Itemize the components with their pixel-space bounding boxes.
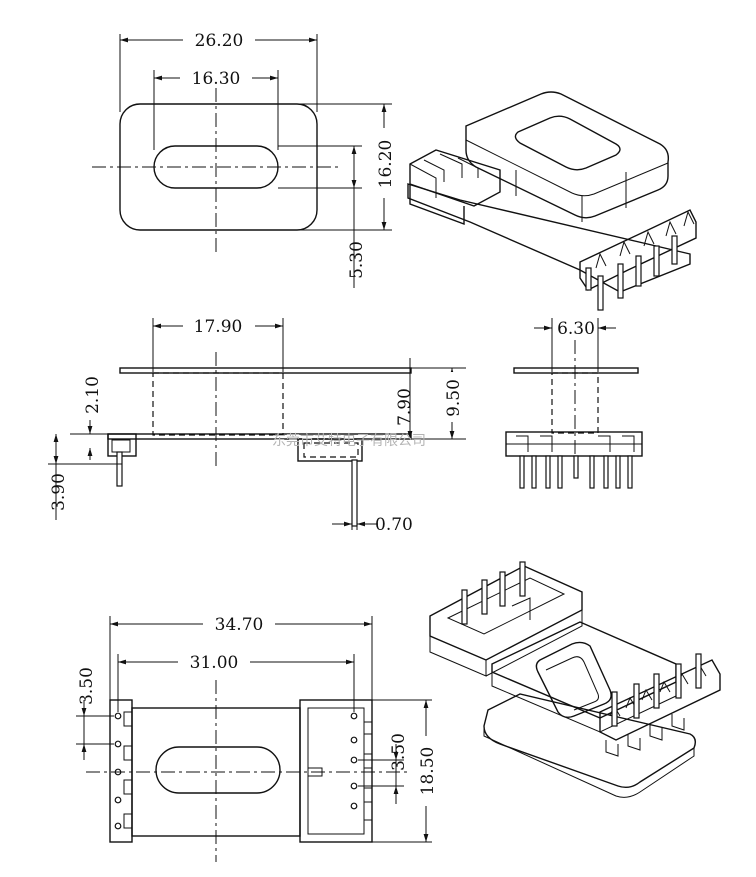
iso1-slot (514, 115, 621, 171)
dim-flange-thickness: 2.10 (83, 376, 103, 414)
dim-top-height: 16.20 (376, 140, 396, 189)
dim-top-width: 26.20 (195, 31, 244, 51)
bottom-slot (155, 746, 281, 794)
iso2-left-block (429, 565, 583, 661)
side-view: 6.30 (505, 318, 643, 489)
side-pins (519, 455, 633, 489)
side-top-flange (513, 367, 639, 374)
iso1-base (407, 183, 691, 293)
iso2-right-pins (611, 653, 702, 727)
dim-pin-diameter: 0.70 (375, 515, 413, 535)
iso2-flange (483, 693, 697, 789)
isometric-view-bottom (429, 561, 721, 798)
iso1-pins (585, 235, 678, 311)
dim-slot-length: 16.30 (192, 69, 241, 89)
dim-core-length: 17.90 (194, 317, 243, 337)
isometric-view-top (407, 91, 697, 311)
front-view: 17.90 2.10 3.90 7.90 9.50 0.70 (48, 317, 466, 535)
top-view: 26.20 16.30 16.20 5.30 (92, 31, 396, 288)
company-watermark: 东莞市艾特电子有限公司 (272, 432, 426, 449)
dim-pin-pitch-left: 3.50 (77, 667, 97, 705)
dim-pin-row-span: 31.00 (190, 653, 239, 673)
dim-bottom-width: 18.50 (418, 747, 438, 796)
dim-winding-height: 7.90 (395, 388, 415, 426)
bottom-right-housing (299, 699, 373, 843)
dim-total-height: 9.50 (444, 379, 464, 417)
dim-total-length: 34.70 (215, 615, 264, 635)
dim-side-width: 6.30 (557, 319, 595, 339)
dim-pin-pitch-right: 3.50 (389, 733, 409, 771)
iso2-left-pins (461, 561, 526, 625)
bottom-view: 34.70 31.00 3.50 3.50 18.50 (76, 615, 438, 862)
dim-base-height: 3.90 (49, 473, 69, 511)
dim-slot-offset: 5.30 (347, 241, 367, 279)
front-top-flange (119, 367, 412, 374)
